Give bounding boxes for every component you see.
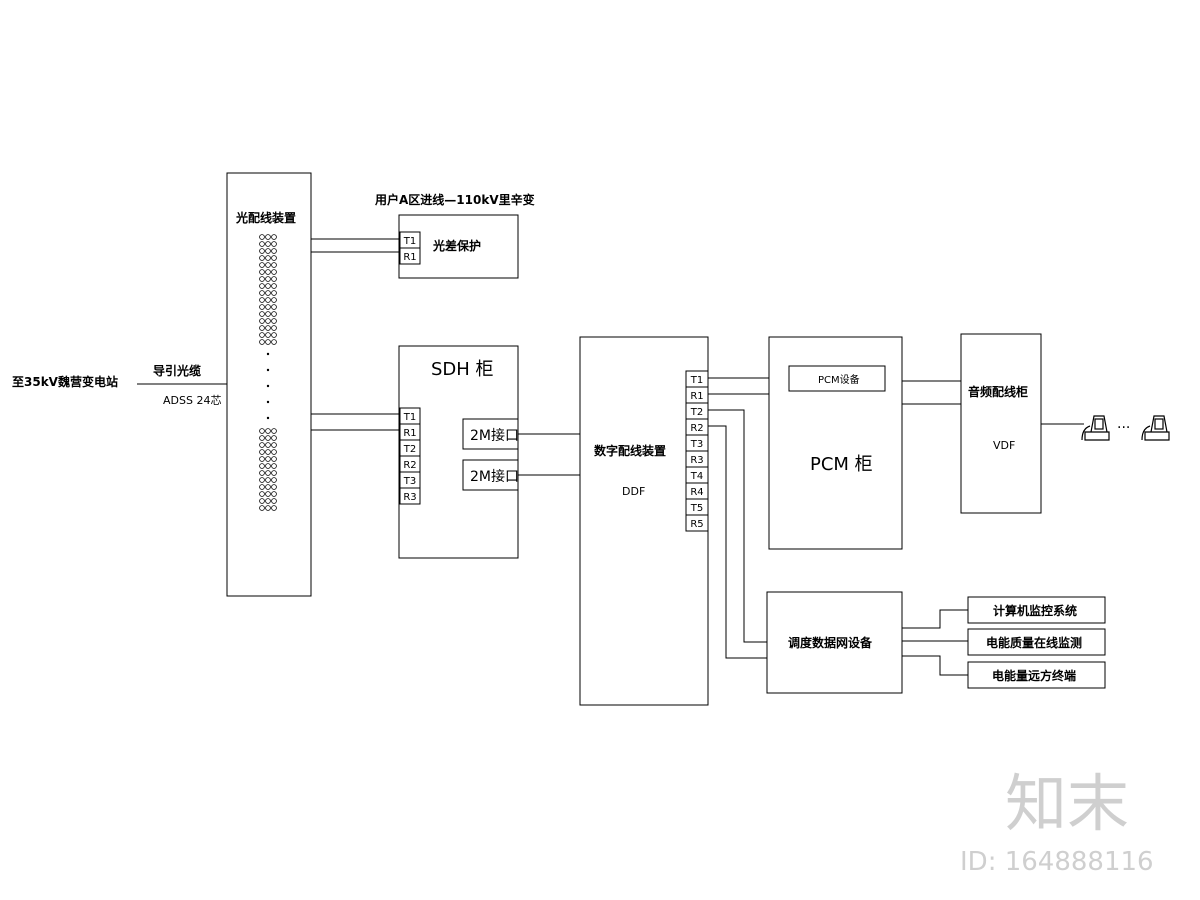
- vdf-subtitle: VDF: [993, 439, 1015, 452]
- vdf-rack: [960, 333, 1042, 514]
- watermark-id: ID: 164888116: [960, 847, 1154, 877]
- port-label: T1: [403, 412, 416, 423]
- computer-monitoring-system: [967, 596, 1106, 624]
- vdf-title: 音频配线柜: [968, 384, 1028, 399]
- watermark-logo: 知末: [1005, 767, 1129, 840]
- port-label: T2: [403, 444, 416, 455]
- port-label: R2: [403, 460, 416, 471]
- port-label: R2: [690, 423, 703, 434]
- dispatch-sys3-wire: [902, 655, 968, 676]
- port-label: R1: [690, 391, 703, 402]
- fiber-coil-icon: [259, 428, 277, 511]
- sys1-label: 计算机监控系统: [993, 603, 1077, 618]
- coil-ellipsis: [266, 352, 270, 420]
- port-label: R1: [403, 252, 416, 263]
- dispatch-label: 调度数据网设备: [788, 635, 873, 650]
- ddf-dispatch-wire-t2: [708, 409, 767, 643]
- lead-cable-label: 导引光缆: [153, 363, 201, 378]
- dispatch-sys1-wire: [902, 609, 968, 629]
- port-label: T1: [690, 375, 703, 386]
- diff-protection-label: 光差保护: [432, 238, 481, 253]
- port-label: T2: [690, 407, 703, 418]
- telephone-icon: [1081, 415, 1110, 441]
- sys2-label: 电能质量在线监测: [986, 635, 1082, 650]
- adss-label: ADSS 24芯: [163, 393, 221, 407]
- port-label: R3: [690, 455, 703, 466]
- sdh-title: SDH 柜: [431, 359, 494, 380]
- power-quality-monitoring: [967, 628, 1106, 656]
- port-label: T3: [403, 476, 416, 487]
- port-label: R4: [690, 487, 703, 498]
- pcm-title: PCM 柜: [810, 454, 873, 475]
- ddf-dispatch-wire-r2: [708, 425, 767, 659]
- source-station-label: 至35kV魏营变电站: [12, 374, 118, 389]
- pcm-device-label: PCM设备: [818, 373, 860, 386]
- port-label: T3: [690, 439, 703, 450]
- port-label: T5: [690, 503, 703, 514]
- fiber-coil-icon: [259, 234, 277, 345]
- telephone-icon: [1141, 415, 1170, 441]
- port-r5: [685, 514, 709, 532]
- port-r1: [399, 247, 421, 265]
- ddf-subtitle: DDF: [622, 485, 645, 498]
- energy-remote-terminal: [967, 661, 1106, 689]
- port-label: R5: [690, 519, 703, 530]
- sdh-2m-interface-2: [462, 459, 519, 491]
- port-label: R3: [403, 492, 416, 503]
- odf-title: 光配线装置: [235, 210, 296, 225]
- sys3-label: 电能量远方终端: [992, 668, 1076, 683]
- sdh-2m-interface-1-label: 2M接口: [470, 427, 519, 444]
- odf-rack: [226, 172, 312, 597]
- port-label: R1: [403, 428, 416, 439]
- pcm-device: [788, 365, 886, 392]
- dispatch-network-device: [766, 591, 903, 694]
- port-label: T4: [690, 471, 703, 482]
- port-r3: [399, 487, 421, 505]
- port-label: T1: [403, 236, 416, 247]
- phone-ellipsis: ···: [1117, 420, 1130, 436]
- sdh-2m-interface-2-label: 2M接口: [470, 468, 519, 485]
- ddf-title: 数字配线装置: [594, 443, 666, 458]
- user-line-label: 用户A区进线—110kV里辛变: [374, 192, 535, 207]
